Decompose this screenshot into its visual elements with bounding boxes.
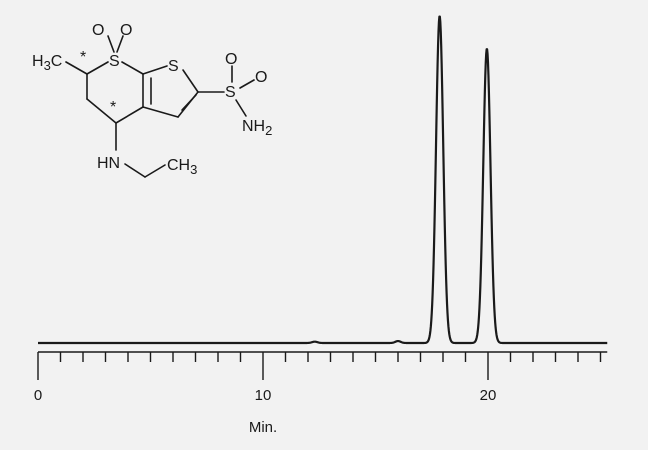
sulfonamide-s-label: S (225, 84, 236, 101)
sulfone-o-right: O (120, 22, 132, 39)
sulfonamide-o-right: O (255, 69, 267, 86)
ch3-sub: 3 (190, 162, 197, 177)
nh2-sub: 2 (265, 123, 272, 138)
sulfone-s-label: S (109, 53, 120, 70)
plot-area (38, 16, 607, 343)
x-tick-label: 0 (34, 387, 42, 404)
x-axis-title: Min. (249, 419, 277, 436)
x-tick-label: 10 (255, 387, 272, 404)
ch3-label: CH3 (167, 157, 197, 177)
x-axis: 0 10 20 (34, 352, 607, 404)
x-tick-label: 20 (480, 387, 497, 404)
nh2-label: NH2 (242, 118, 272, 138)
nh2-nh: NH (242, 118, 265, 135)
star-c6: * (80, 49, 86, 66)
h3c-label: H3C (32, 53, 62, 73)
h3c-c: C (51, 53, 63, 70)
chromatogram-trace (38, 17, 607, 343)
h3c-h: H (32, 53, 44, 70)
sulfonamide-o-top: O (225, 51, 237, 68)
sulfone-o-left: O (92, 22, 104, 39)
h3c-sub: 3 (44, 58, 51, 73)
hn-label: HN (97, 155, 120, 172)
thiophene-s-label: S (168, 58, 179, 75)
ch3-ch: CH (167, 157, 190, 174)
star-c4: * (110, 99, 116, 116)
